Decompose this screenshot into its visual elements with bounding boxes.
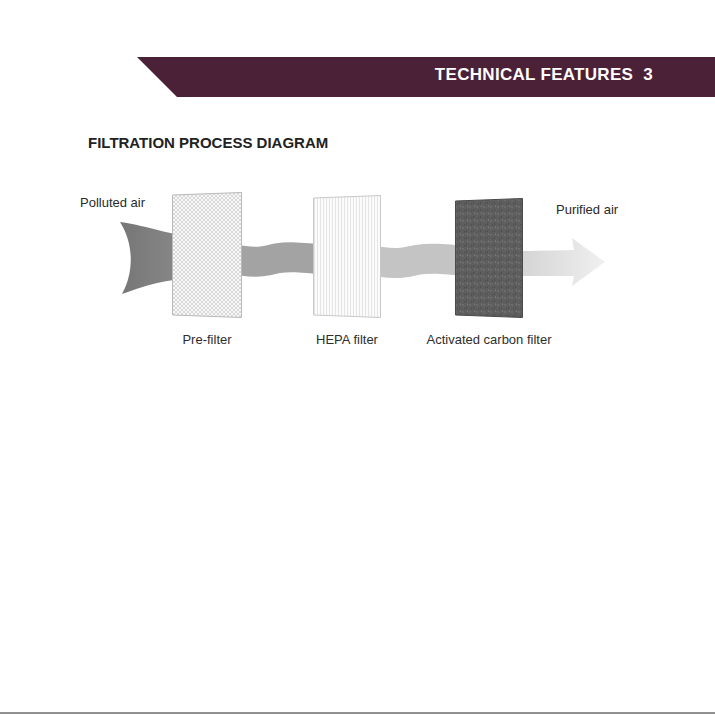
footer-rule [0,713,715,714]
air-flow-band [377,259,459,263]
filter-node: Pre-filter [172,192,242,318]
pre-filter-panel [172,192,242,318]
filter-label: Pre-filter [182,332,231,347]
hepa-filter-panel [313,195,381,318]
filter-label: HEPA filter [316,332,378,347]
filter-node: HEPA filter [313,195,381,318]
header-band [137,57,715,97]
air-flow-band [238,257,317,261]
outlet-label: Purified air [556,202,618,217]
filter-label: Activated carbon filter [426,332,551,347]
filter-node: Activated carbon filter [455,198,523,318]
filter-face [314,196,381,318]
inlet-label: Polluted air [80,195,145,210]
page-number: 3 [643,65,653,85]
filter-face [456,199,523,318]
header: TECHNICAL FEATURES 3 [435,65,653,85]
filter-face [173,193,242,318]
diagram-title: FILTRATION PROCESS DIAGRAM [88,134,328,151]
carbon-filter-panel [455,198,523,318]
header-title: TECHNICAL FEATURES [435,65,633,85]
